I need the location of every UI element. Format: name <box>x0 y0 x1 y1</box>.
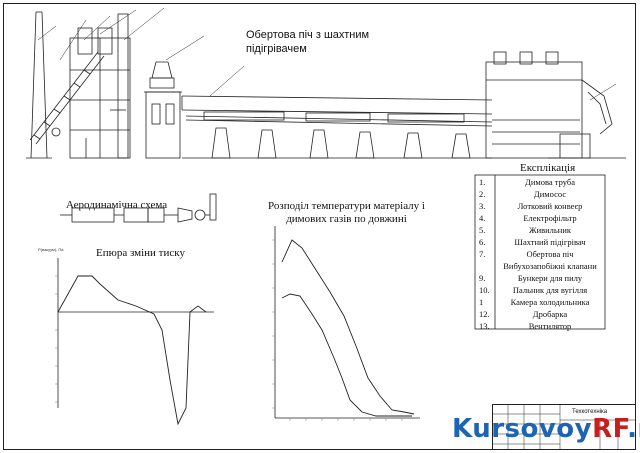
temperature-ticks <box>272 239 403 421</box>
aerodynamic-scheme <box>60 193 217 223</box>
explication-item-number: 1 <box>479 297 484 307</box>
drawing-frame <box>3 3 636 450</box>
explication-item-number: 4. <box>479 213 486 223</box>
explication-item-number: 3. <box>479 201 486 211</box>
pressure-ticks <box>55 275 58 403</box>
watermark-part1: Kursovoy <box>452 414 593 444</box>
explication-item: 6. Шахтний підігрівач <box>475 236 605 248</box>
explication-item-number: 7. <box>479 249 486 259</box>
explication-item-text: Пальник для вугілля <box>512 285 588 295</box>
inclined-conveyor <box>29 51 105 145</box>
explication-item-text: Дробарка <box>532 309 568 319</box>
drawing-title-line2: підігрівачем <box>246 43 307 55</box>
temperature-title-line1: Розподіл температури матеріалу і <box>268 200 425 212</box>
explication-item: 9. Бункери для пилу <box>475 272 605 284</box>
drawing-title-line1: Обертова піч з шахтним <box>246 29 370 41</box>
explication-item: 10. Пальник для вугілля <box>475 284 605 296</box>
shaft-preheater-tower <box>69 13 131 159</box>
explication-item-text: Вибухозапобіжні клапани <box>503 261 597 271</box>
explication-item: Вибухозапобіжні клапани <box>475 260 605 272</box>
watermark-part3: .ru <box>627 414 640 444</box>
explication-item: 4. Електрофільтр <box>475 212 605 224</box>
temperature-title-line2: димових газів по довжині <box>286 213 407 225</box>
pressure-diagram-title: Епюра зміни тиску <box>96 247 185 259</box>
drawing-title: Обертова піч з шахтним підігрівачем <box>246 28 369 56</box>
explication-item: 3. Лотковий конвеєр <box>475 200 605 212</box>
watermark-part2: RF <box>592 414 628 444</box>
explication-item: 12. Дробарка <box>475 308 605 320</box>
explication-item: 5. Живильник <box>475 224 605 236</box>
explication-item-text: Димова труба <box>525 177 575 187</box>
explication-item: 13. Вентилятор <box>475 320 605 332</box>
material-temperature-curve <box>281 293 412 417</box>
kiln-supports <box>211 127 471 159</box>
explication-item: 1. Димова труба <box>475 176 605 188</box>
pressure-diagram-axes <box>57 258 214 408</box>
explication-item-text: Обертова піч <box>526 249 574 259</box>
explication-item-text: Бункери для пилу <box>517 273 583 283</box>
title-block-name: Техкотехніка <box>572 409 608 415</box>
leader-lines <box>37 7 617 101</box>
title-block <box>492 404 636 450</box>
explication-title: Експлікація <box>520 162 576 174</box>
explication-item: 1 Камера холодильника <box>475 296 605 308</box>
pressure-axis-label: Р(вакуум), Па <box>38 247 64 252</box>
explication-item-number: 12. <box>479 309 490 319</box>
gas-temperature-curve <box>281 239 415 415</box>
explication-item-number: 13. <box>479 321 490 331</box>
explication-item-number: 6. <box>479 237 486 247</box>
explication-item: 7. Обертова піч <box>475 248 605 260</box>
aerodynamic-scheme-title: Аеродинамічна схема <box>66 199 168 211</box>
explication-item-text: Лотковий конвеєр <box>517 201 583 211</box>
explication-item-text: Шахтний підігрівач <box>514 237 586 247</box>
explication-item-number: 5. <box>479 225 486 235</box>
pressure-curve <box>57 275 207 426</box>
explication-table <box>474 174 606 330</box>
explication-item-number: 2. <box>479 189 486 199</box>
explication-item-number: 1. <box>479 177 486 187</box>
explication-item: 2. Димосос <box>475 188 605 200</box>
explication-item-number: 9. <box>479 273 486 283</box>
explication-list: 1. Димова труба 2. Димосос 3. Лотковий конвеє… <box>475 176 605 332</box>
explication-item-text: Живильник <box>528 225 572 235</box>
explication-item-text: Камера холодильника <box>510 297 590 307</box>
temperature-diagram-axes <box>274 226 420 419</box>
explication-item-text: Димосос <box>533 189 567 199</box>
watermark-logo: KursovoyRF.ru <box>452 414 640 444</box>
explication-item-text: Електрофільтр <box>523 213 577 223</box>
explication-item-number: 10. <box>479 285 490 295</box>
explication-item-text: Вентилятор <box>528 321 572 331</box>
feeder <box>144 61 182 159</box>
stamp-grid <box>492 404 636 450</box>
cooler-chamber <box>485 51 626 159</box>
temperature-diagram-title: Розподіл температури матеріалу і димових… <box>268 200 425 226</box>
rotary-kiln <box>181 95 493 159</box>
chimney <box>26 11 52 159</box>
